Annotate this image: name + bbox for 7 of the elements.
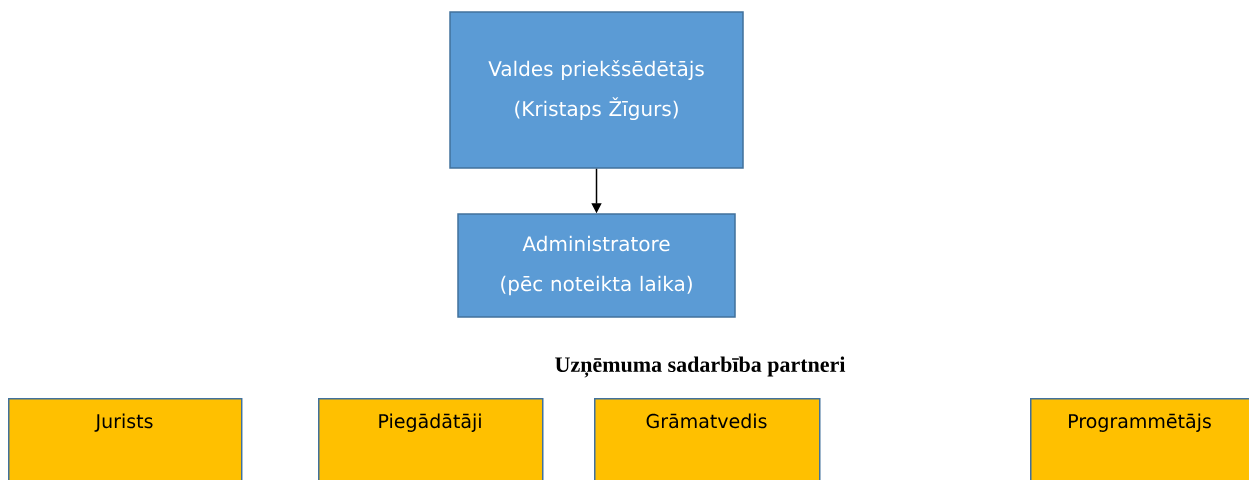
role-box: Valdes priekšsēdētājs (Kristaps Žīgurs): [449, 11, 744, 169]
partner-box: Piegādātāji: [318, 398, 544, 480]
role-box: Administratore (pēc noteikta laika): [457, 213, 736, 318]
partner-box: Programmētājs: [1030, 398, 1249, 480]
partner-box: Grāmatvedis: [594, 398, 821, 480]
heading: Uzņēmuma sadarbība partneri: [555, 356, 846, 378]
partner-box: Jurists: [8, 398, 243, 480]
